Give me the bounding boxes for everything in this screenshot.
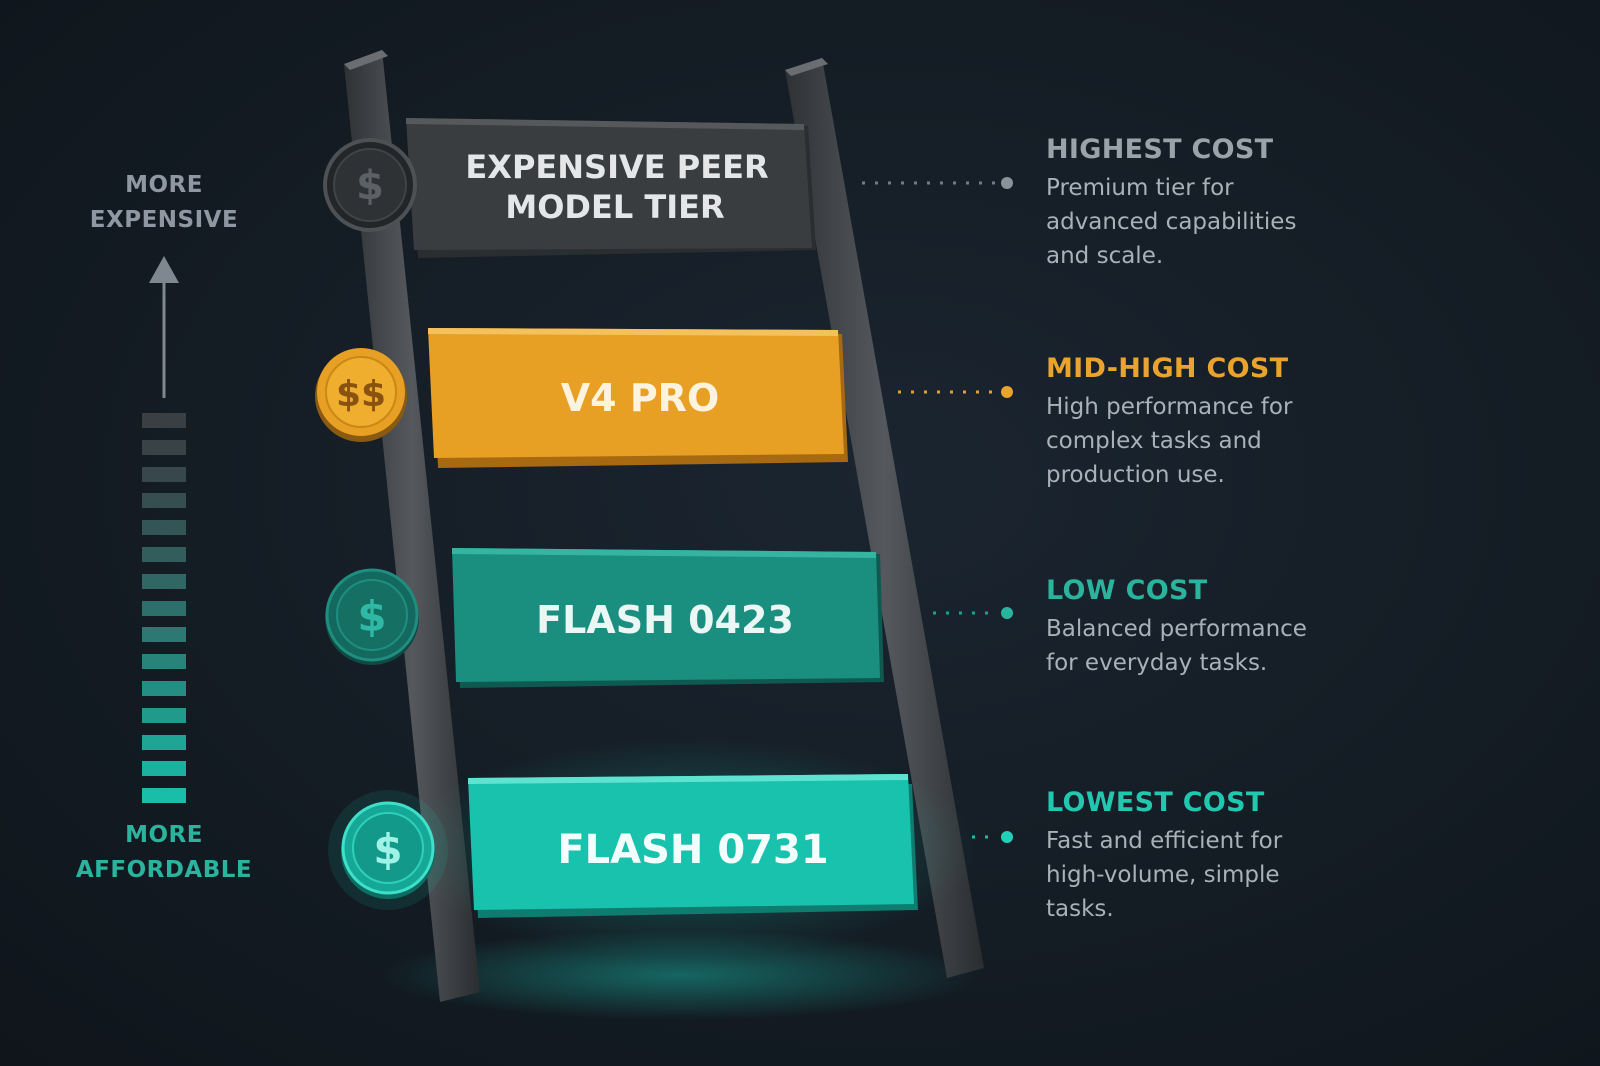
cost-title: MID-HIGH COST [1046, 353, 1289, 384]
cost-title: LOW COST [1046, 575, 1208, 606]
coin-dollar-icon: $ [323, 138, 417, 232]
meter-segment [142, 761, 186, 777]
meter-segment [142, 600, 186, 616]
tier-description-highest: HIGHEST COST Premium tier for advanced c… [1046, 134, 1366, 273]
meter-segment [142, 788, 186, 804]
coin-double-dollar-icon: $$ [315, 348, 407, 442]
meter-segment [142, 627, 186, 643]
meter-segment [142, 573, 186, 589]
tier-description-lowest: LOWEST COST Fast and efficient for high-… [1046, 787, 1366, 926]
cost-title: LOWEST COST [1046, 787, 1265, 818]
floor-glow [380, 930, 980, 1020]
rung-flash-0423: FLASH 0423 [452, 548, 884, 688]
cost-description: Balanced performance for everyday tasks. [1046, 616, 1307, 676]
cost-description: High performance for complex tasks and p… [1046, 394, 1293, 488]
meter-segment [142, 466, 186, 482]
coin-dollar-icon: $ [328, 790, 448, 910]
tier-description-mid-high: MID-HIGH COST High performance for compl… [1046, 353, 1366, 492]
rung-v4-pro: V4 PRO [428, 328, 848, 468]
meter-segment [142, 654, 186, 670]
rung-flash-0731: FLASH 0731 [468, 774, 918, 918]
meter-segment [142, 520, 186, 536]
meter-segment [142, 707, 186, 723]
connector-highest-cost [862, 177, 1013, 189]
meter-segment [142, 681, 186, 696]
cost-description: Fast and efficient for high-volume, simp… [1046, 828, 1283, 922]
svg-text:$: $ [373, 825, 402, 874]
connector-mid-high-cost [898, 386, 1013, 398]
coin-dollar-icon: $ [325, 568, 419, 665]
svg-text:$: $ [356, 163, 384, 209]
tier-description-low: LOW COST Balanced performance for everyd… [1046, 575, 1366, 680]
ladder-left-rail [344, 50, 480, 1002]
meter-segment [142, 439, 186, 455]
rung-label: V4 PRO [561, 376, 720, 420]
cost-title: HIGHEST COST [1046, 134, 1274, 165]
connector-low-cost [933, 607, 1013, 619]
up-arrow-icon [149, 256, 179, 398]
svg-text:$: $ [357, 592, 386, 641]
ladder-right-rail [785, 58, 984, 978]
cost-description: Premium tier for advanced capabilities a… [1046, 175, 1297, 269]
connector-lowest-cost [972, 831, 1013, 843]
svg-text:$$: $$ [336, 374, 386, 415]
rung-label: FLASH 0731 [557, 827, 828, 873]
meter-segment [142, 493, 186, 509]
meter-segment [142, 413, 186, 428]
rung-label: FLASH 0423 [536, 598, 794, 642]
meter-segment [142, 547, 186, 562]
meter-segment [142, 734, 186, 750]
